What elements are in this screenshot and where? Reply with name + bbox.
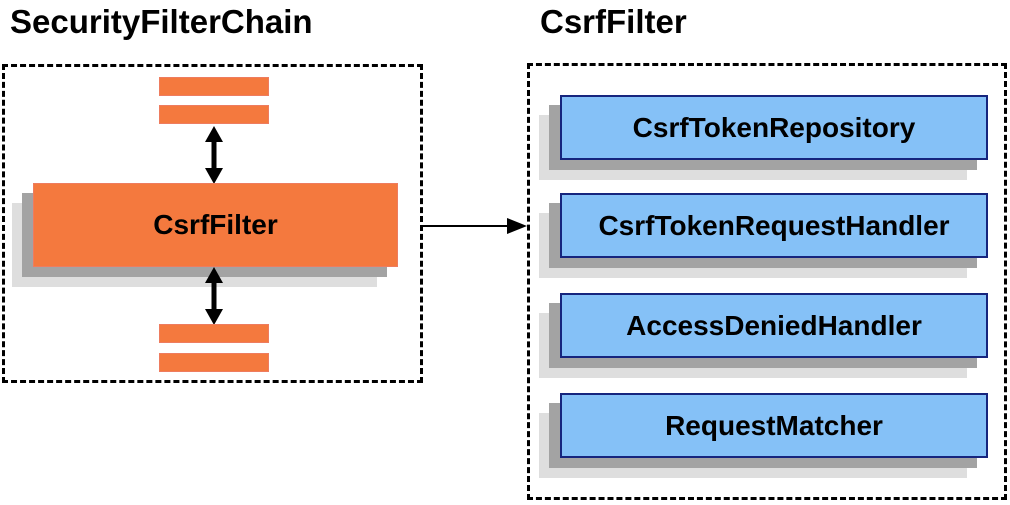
csrf-filter-title: CsrfFilter <box>540 3 687 40</box>
component-box-access-denied-handler: AccessDeniedHandler <box>560 293 988 358</box>
filter-bar-top-1 <box>159 77 269 96</box>
double-arrow-bottom-icon <box>205 267 223 325</box>
csrf-filter-box-label: CsrfFilter <box>153 209 278 240</box>
double-arrow-top-icon <box>205 126 223 184</box>
component-label: CsrfTokenRepository <box>632 111 916 143</box>
csrf-filter-container <box>527 63 1007 500</box>
csrf-filter-box: CsrfFilter <box>33 183 398 267</box>
filter-bar-bottom-2 <box>159 353 269 372</box>
component-label: RequestMatcher <box>665 409 883 441</box>
component-box-csrf-token-repository: CsrfTokenRepository <box>560 95 988 160</box>
filter-bar-top-2 <box>159 105 269 124</box>
security-filter-chain-title: SecurityFilterChain <box>10 3 313 40</box>
component-box-request-matcher: RequestMatcher <box>560 393 988 458</box>
component-box-csrf-token-request-handler: CsrfTokenRequestHandler <box>560 193 988 258</box>
component-label: AccessDeniedHandler <box>626 309 922 341</box>
flow-arrow-icon <box>423 218 527 234</box>
filter-bar-bottom-1 <box>159 324 269 343</box>
component-label: CsrfTokenRequestHandler <box>598 209 950 241</box>
security-filter-chain-container <box>2 64 423 383</box>
